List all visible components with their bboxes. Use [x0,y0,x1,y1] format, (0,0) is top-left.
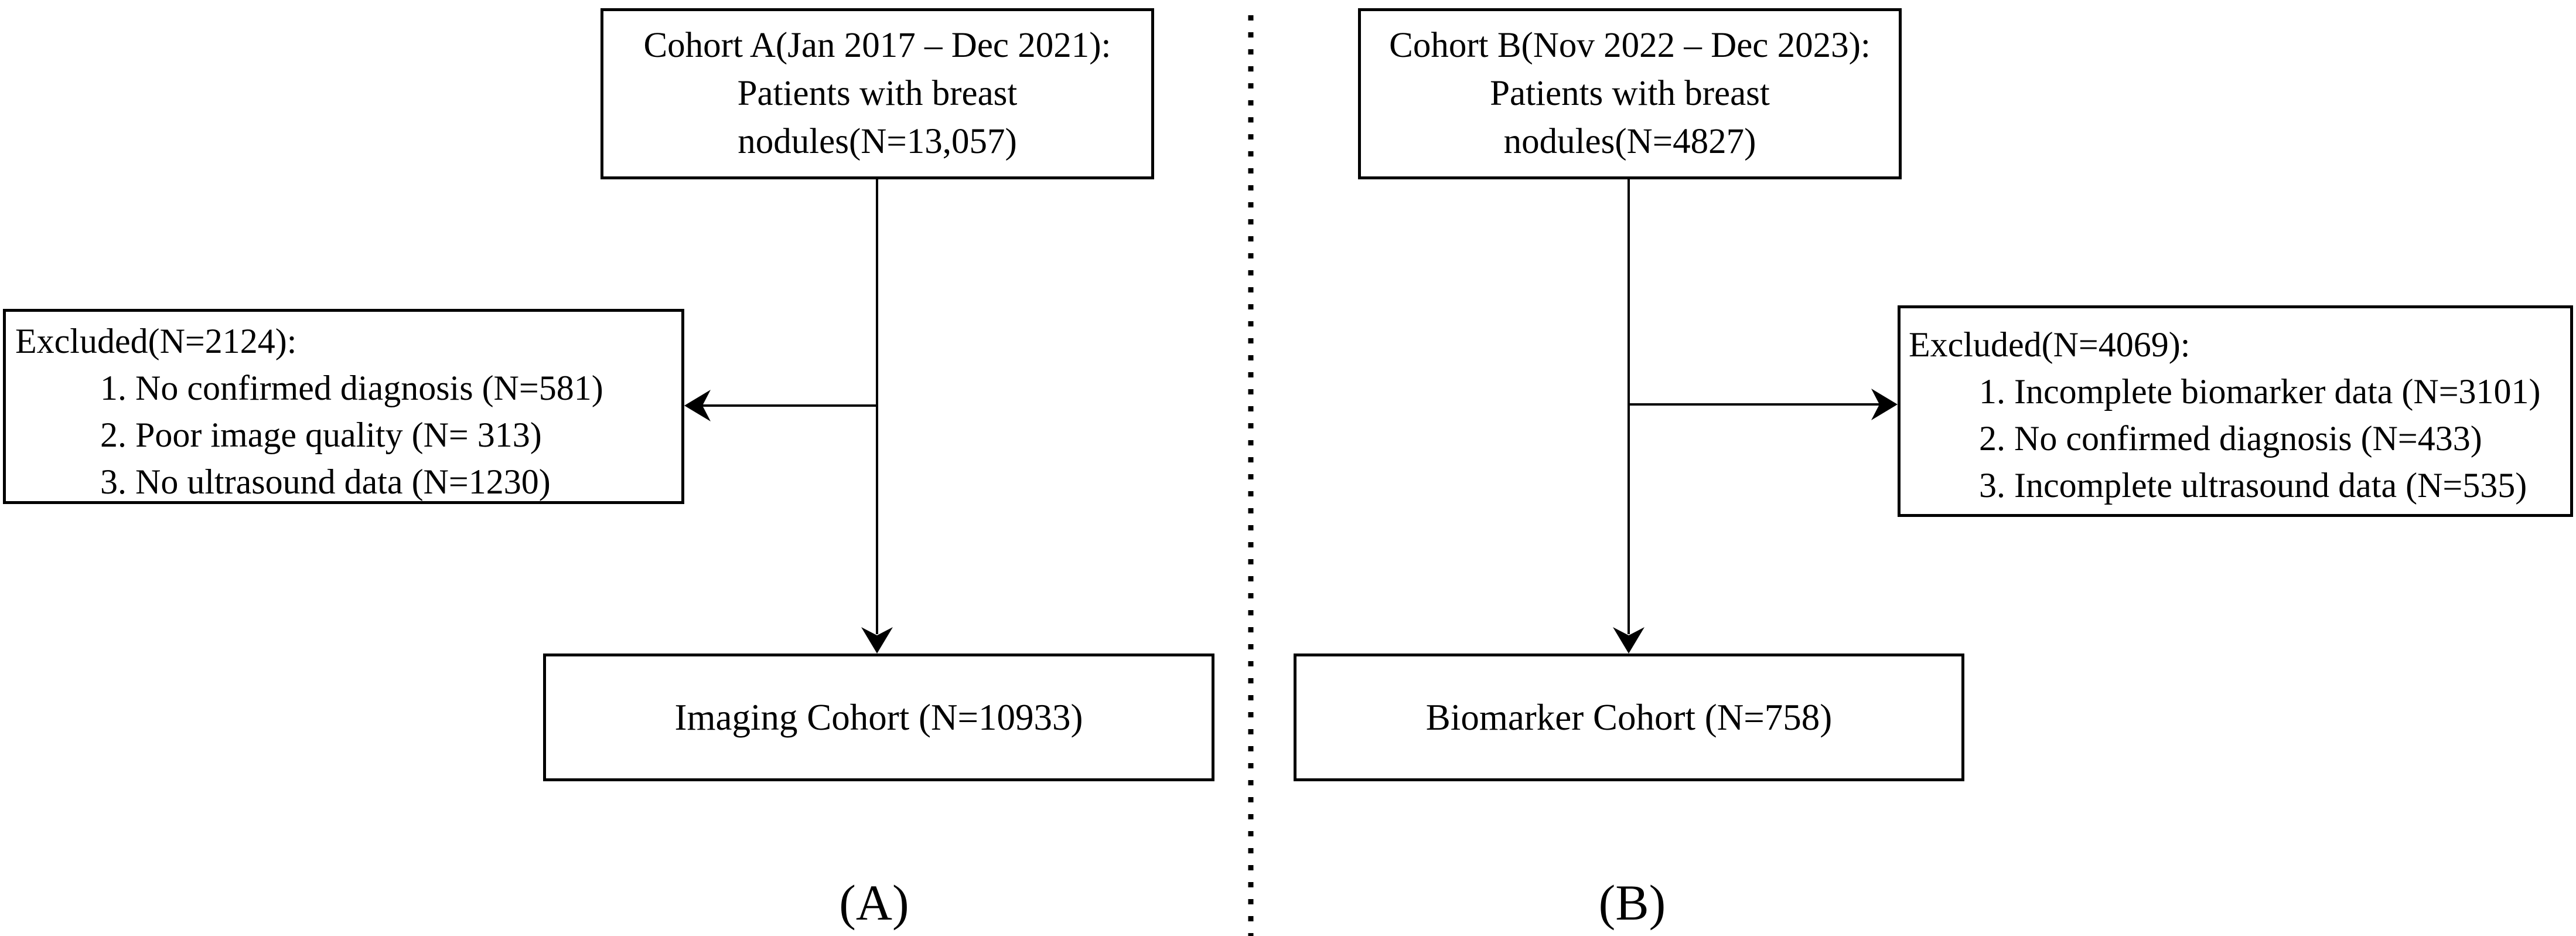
cohort-a-line-3: nodules(N=13,057) [738,122,1017,161]
biomarker-cohort-result-box: Biomarker Cohort (N=758) [1294,654,1964,781]
cohort-a-line-1: Cohort A(Jan 2017 – Dec 2021): [643,26,1111,65]
cohort-a-source-box: Cohort A(Jan 2017 – Dec 2021): Patients … [601,8,1154,179]
panel-b-label: (B) [1598,874,1666,931]
excluded-a-title: Excluded(N=2124): [15,322,297,360]
excluded-b-box: Excluded(N=4069): 1. Incomplete biomarke… [1898,305,2573,517]
excluded-a-item-1: 1. No confirmed diagnosis (N=581) [100,369,603,407]
excluded-b-title: Excluded(N=4069): [1909,325,2191,364]
biomarker-cohort-label: Biomarker Cohort (N=758) [1425,696,1833,738]
imaging-cohort-result-box: Imaging Cohort (N=10933) [543,654,1214,781]
imaging-cohort-label: Imaging Cohort (N=10933) [674,696,1083,738]
arrow-cohort-a-to-imaging-head [861,627,893,654]
excluded-a-item-3: 3. No ultrasound data (N=1230) [100,462,551,501]
excluded-a-box: Excluded(N=2124): 1. No confirmed diagno… [3,309,684,504]
arrow-branch-a-excluded-head [684,390,711,421]
panel-a-label: (A) [839,874,909,931]
arrow-branch-b-excluded-head [1871,389,1898,420]
excluded-b-item-2: 2. No confirmed diagnosis (N=433) [1979,419,2482,458]
arrow-cohort-b-to-biomarker-head [1613,627,1644,654]
cohort-b-line-1: Cohort B(Nov 2022 – Dec 2023): [1389,26,1871,65]
cohort-b-line-2: Patients with breast [1490,74,1770,113]
excluded-b-item-3: 3. Incomplete ultrasound data (N=535) [1979,466,2527,505]
cohort-a-line-2: Patients with breast [737,74,1018,113]
cohort-b-source-box: Cohort B(Nov 2022 – Dec 2023): Patients … [1358,8,1902,179]
cohort-b-line-3: nodules(N=4827) [1503,122,1756,161]
excluded-b-item-1: 1. Incomplete biomarker data (N=3101) [1979,372,2541,411]
excluded-a-item-2: 2. Poor image quality (N= 313) [100,416,542,454]
